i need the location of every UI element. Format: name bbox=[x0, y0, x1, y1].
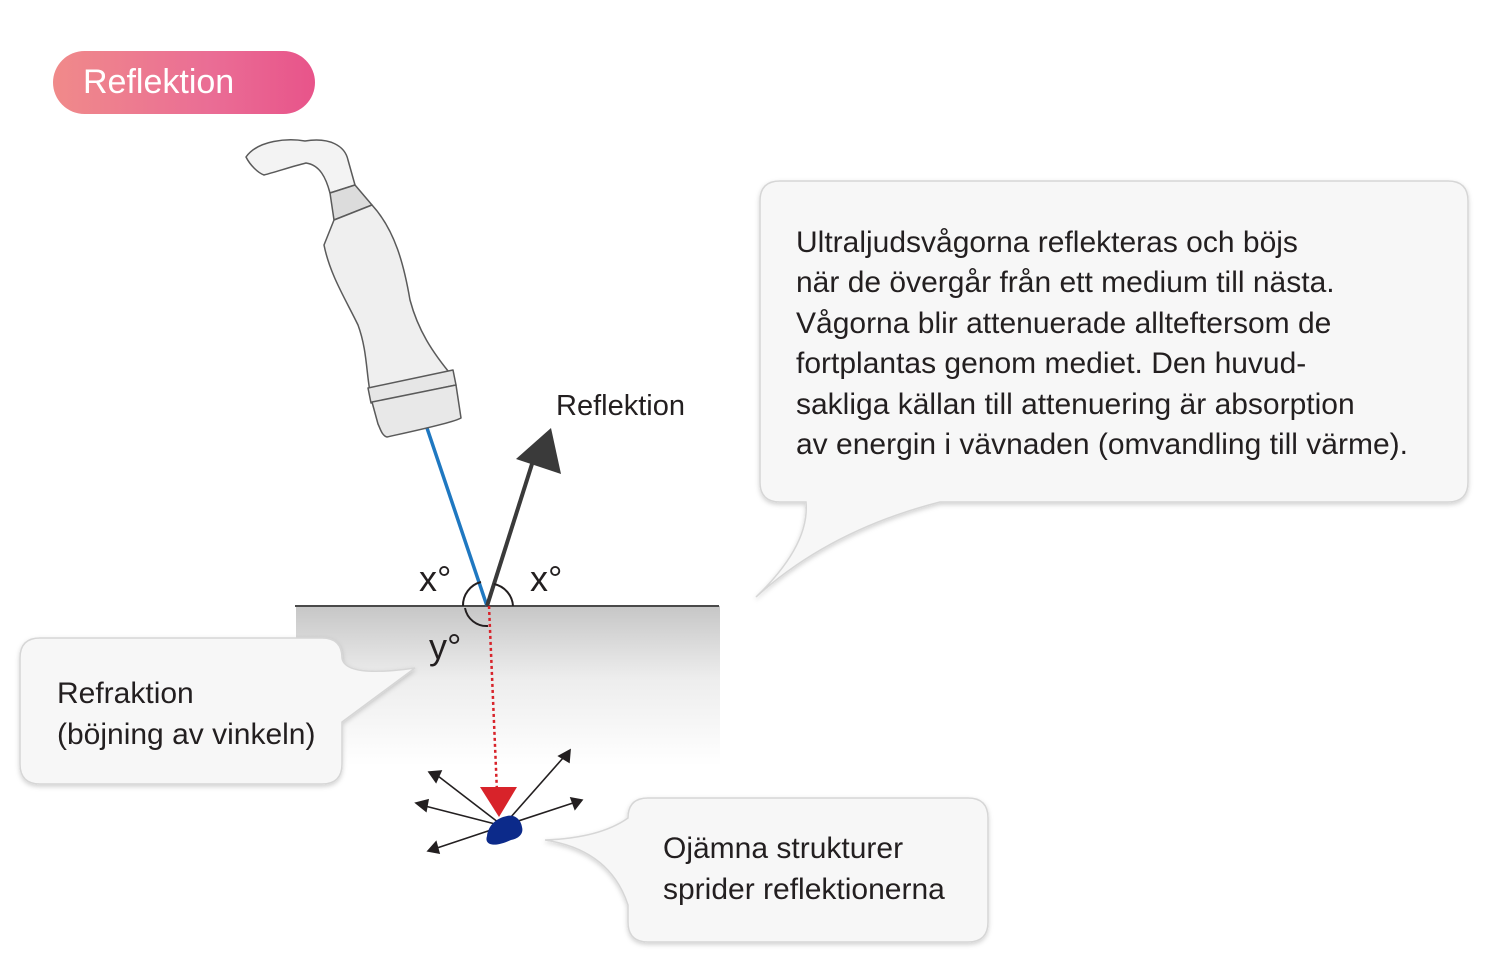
main-callout-line: när de övergår från ett medium till näst… bbox=[796, 266, 1335, 299]
refracted-angle-label: y° bbox=[429, 626, 462, 667]
ultrasound-probe-icon bbox=[245, 139, 462, 438]
angle-arc-refracted bbox=[464, 607, 489, 628]
incident-angle-label: x° bbox=[419, 558, 452, 599]
refraction-callout-line: Refraktion bbox=[57, 677, 194, 710]
angle-arc-reflected bbox=[493, 583, 514, 607]
reflection-arrow-label: Reflektion bbox=[556, 390, 685, 422]
angle-arc-incident bbox=[461, 581, 482, 607]
main-callout-line: Vågorna blir attenuerade allteftersom de bbox=[796, 307, 1332, 340]
refraction-callout-bubble bbox=[19, 637, 416, 785]
refraction-callout-line: (böjning av vinkeln) bbox=[57, 718, 316, 751]
reflected-arrow bbox=[485, 463, 534, 607]
main-callout-line: fortplantas genom mediet. Den huvud- bbox=[796, 347, 1307, 380]
incident-beam bbox=[425, 427, 489, 607]
reflected-angle-label: x° bbox=[530, 558, 563, 599]
main-callout-line: Ultraljudsvågorna reflekteras och böjs bbox=[796, 226, 1298, 259]
main-callout-bubble bbox=[755, 180, 1469, 598]
reflected-arrowhead bbox=[516, 428, 561, 474]
title-badge: Reflektion bbox=[53, 51, 315, 114]
refracted-beam bbox=[487, 605, 499, 793]
scatter-callout-line: Ojämna strukturer bbox=[663, 832, 904, 865]
scatter-callout-bubble bbox=[544, 797, 989, 943]
refracted-arrowhead bbox=[480, 787, 517, 817]
uneven-structure bbox=[486, 815, 523, 845]
main-callout-line: av energin i vävnaden (omvandling till v… bbox=[796, 428, 1408, 461]
main-callout-line: sakliga källan till attenuering är absor… bbox=[796, 388, 1355, 421]
scatter-callout-line: sprider reflektionerna bbox=[663, 873, 945, 906]
